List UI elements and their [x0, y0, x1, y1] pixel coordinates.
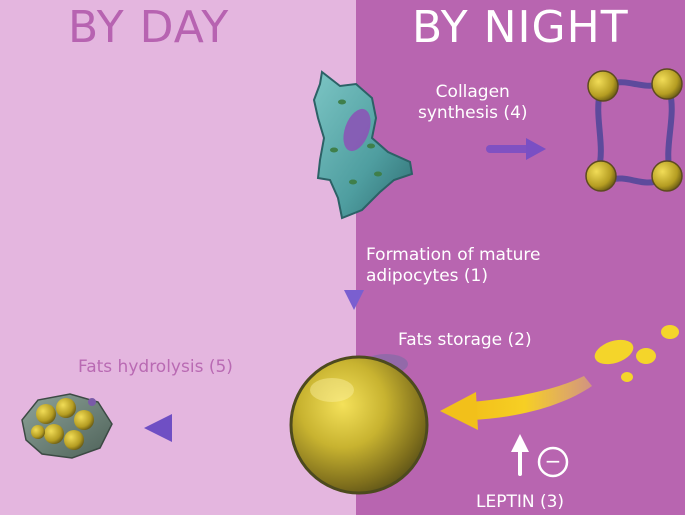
leptin-up-arrow — [511, 434, 529, 474]
collagen-label-line-2: synthesis (4) — [418, 103, 528, 124]
fat-droplets-icon — [592, 325, 679, 382]
fats-hydrolysis-label: Fats hydrolysis (5) — [78, 357, 233, 378]
maturation-arrow — [344, 228, 364, 310]
fats-storage-arrow — [440, 376, 592, 430]
minus-circle-icon: − — [539, 448, 567, 476]
collagen-label-line-1: Collagen — [418, 82, 528, 103]
mature-label-line-2: adipocytes (1) — [366, 266, 541, 287]
mature-adipocyte-icon — [291, 354, 427, 493]
minus-sign: − — [545, 449, 562, 473]
fats-storage-label: Fats storage (2) — [398, 330, 532, 351]
hydrolyzed-fat-cell-icon — [22, 394, 112, 458]
leptin-label: LEPTIN (3) — [476, 492, 564, 513]
collagen-arrow — [490, 138, 546, 160]
mature-adipocytes-label: Formation of mature adipocytes (1) — [366, 245, 541, 287]
collagen-synthesis-label: Collagen synthesis (4) — [418, 82, 528, 124]
fibroblast-cell-icon — [314, 72, 412, 218]
collagen-fiber-network-icon — [586, 69, 682, 191]
mature-label-line-1: Formation of mature — [366, 245, 541, 266]
fats-hydrolysis-arrow — [144, 414, 284, 442]
